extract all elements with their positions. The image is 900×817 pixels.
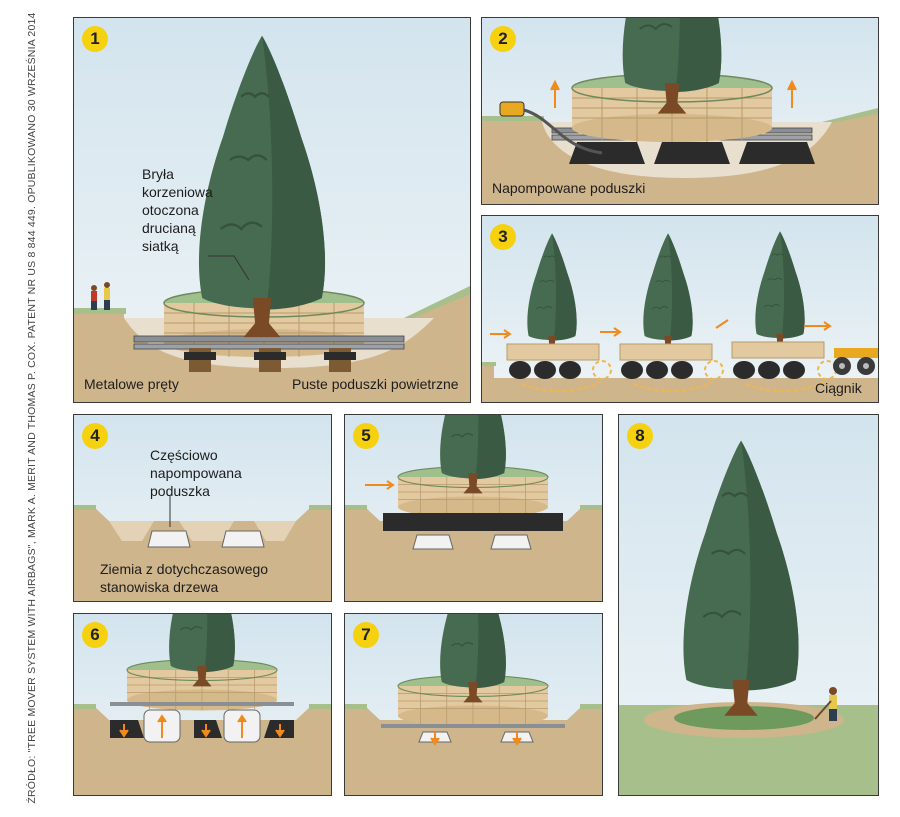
label-inflated-airbags: Napompowane poduszki [492, 180, 646, 196]
person-figure [91, 282, 110, 310]
panel-5: 5 [344, 414, 603, 602]
panel-1: 1 Bryła korzeniowa otoczona drucianą sia… [73, 17, 471, 403]
panel-7-illustration [345, 614, 602, 795]
label-partial-1: Częściowo [150, 447, 218, 463]
label-soil-1: Ziemia z dotychczasowego [100, 561, 269, 577]
panel-3: 3 Ciągnik [481, 215, 879, 403]
label-root-ball-2: korzeniowa [142, 184, 213, 200]
label-root-ball-3: otoczona [142, 202, 199, 218]
panel-8: 8 [618, 414, 879, 796]
panel-1-illustration [74, 18, 470, 402]
label-root-ball-1: Bryła [142, 166, 174, 182]
panel-4-illustration [74, 415, 331, 601]
label-partial-3: poduszka [150, 483, 210, 499]
panel-2-badge: 2 [490, 26, 516, 52]
panel-8-badge: 8 [627, 423, 653, 449]
panel-7: 7 [344, 613, 603, 796]
label-tractor: Ciągnik [815, 380, 862, 396]
panel-5-illustration [345, 415, 602, 601]
panel-8-illustration [619, 415, 878, 795]
panel-6-illustration [74, 614, 331, 795]
label-partial-2: napompowana [150, 465, 242, 481]
panel-4-badge: 4 [82, 423, 108, 449]
panel-5-badge: 5 [353, 423, 379, 449]
label-root-ball-5: siatką [142, 238, 179, 254]
label-metal-rods: Metalowe pręty [84, 376, 179, 392]
panel-4: 4 Częściowo napompowana poduszka Ziemia … [73, 414, 332, 602]
label-empty-airbags: Puste poduszki powietrzne [292, 376, 459, 392]
panel-3-badge: 3 [490, 224, 516, 250]
panel-2: 2 Napompowane poduszki [481, 17, 879, 205]
gardener-figure [814, 687, 837, 721]
source-note: ŹRÓDŁO: "TREE MOVER SYSTEM WITH AIRBAGS"… [26, 12, 38, 804]
panel-6-badge: 6 [82, 622, 108, 648]
panel-3-illustration [482, 216, 878, 402]
panel-2-illustration [482, 18, 878, 204]
label-root-ball-4: drucianą [142, 220, 196, 236]
panel-1-badge: 1 [82, 26, 108, 52]
label-soil-2: stanowiska drzewa [100, 579, 219, 595]
panel-7-badge: 7 [353, 622, 379, 648]
panel-6: 6 [73, 613, 332, 796]
